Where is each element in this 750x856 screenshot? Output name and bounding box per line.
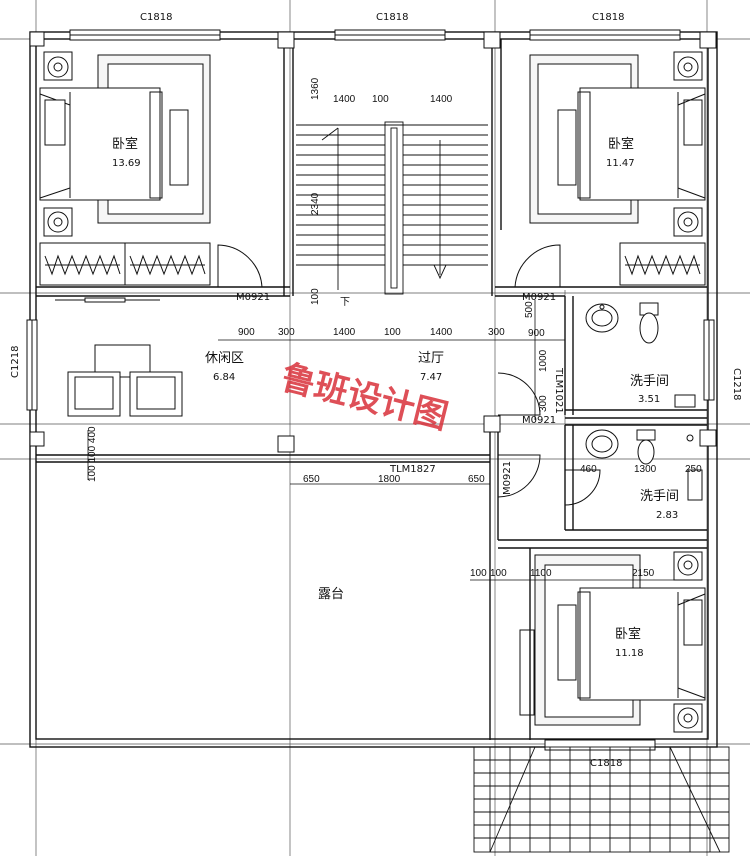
window-label-bottom: C1818: [590, 758, 622, 769]
dimension-lines: [87, 300, 690, 581]
room-area-bath-2: 2.83: [656, 510, 678, 521]
entry-steps: [473, 746, 730, 853]
dim-bath2-1300: 1300: [634, 464, 657, 475]
dim-se-2150: 2150: [632, 568, 655, 579]
room-area-bedroom-ne: 11.47: [606, 158, 635, 169]
dim-left-100-400: 100 100 400: [87, 426, 98, 482]
dim-bath2-460: 460: [580, 464, 597, 475]
room-area-hall: 7.47: [420, 372, 442, 383]
stair-dim-top-100: 100: [372, 94, 389, 105]
window-label-top-mid: C1818: [376, 12, 408, 23]
room-area-bath-1: 3.51: [638, 394, 660, 405]
dim-terrace-650a: 650: [303, 474, 320, 485]
room-name-lounge: 休闲区: [205, 351, 244, 366]
window-label-right: C1218: [731, 368, 742, 400]
bath1-fixtures: [585, 302, 696, 408]
stair-dim-1360: 1360: [310, 77, 321, 100]
stair-down-label: 下: [340, 297, 350, 308]
wardrobe-ne: [619, 242, 706, 286]
window-label-left: C1218: [10, 346, 21, 378]
wardrobe-nw: [39, 242, 211, 286]
stair-dim-2340: 2340: [310, 192, 321, 215]
dim-row1-100: 100: [384, 327, 401, 338]
dim-bath-900: 900: [528, 328, 545, 339]
dim-row1-300b: 300: [488, 327, 505, 338]
window-label-top-right: C1818: [592, 12, 624, 23]
dim-se-100b: 100: [490, 568, 507, 579]
door-label-m-left: M0921: [236, 292, 270, 303]
dim-bath-500: 500: [524, 301, 535, 318]
door-label-m-right-low: M0921: [502, 461, 513, 495]
room-name-bath-2: 洗手间: [640, 489, 679, 504]
door-label-tlm-terrace: TLM1827: [389, 464, 436, 475]
room-name-bedroom-nw: 卧室: [112, 136, 138, 152]
door-label-m-right-mid: M0921: [522, 415, 556, 426]
stair-dim-top-1400b: 1400: [430, 94, 453, 105]
stair-dim-top-1400a: 1400: [333, 94, 356, 105]
watermark: 鲁班设计图: [277, 358, 452, 438]
dim-row1-900: 900: [238, 327, 255, 338]
dim-terrace-650b: 650: [468, 474, 485, 485]
dim-row1-300a: 300: [278, 327, 295, 338]
bed-ne: [529, 51, 706, 237]
room-name-bath-1: 洗手间: [630, 374, 669, 389]
lounge-furniture: [55, 297, 183, 417]
window-label-top-left: C1818: [140, 12, 172, 23]
dim-se-1100: 1100: [530, 568, 552, 579]
dim-bath-300: 300: [538, 395, 549, 412]
dim-terrace-1800: 1800: [378, 474, 401, 485]
columns: [29, 31, 717, 453]
staircase: [296, 121, 488, 295]
room-area-bedroom-se: 11.18: [615, 648, 644, 659]
doors: [217, 244, 601, 506]
bed-nw: [39, 51, 211, 237]
room-area-lounge: 6.84: [213, 372, 235, 383]
dim-row1-1400b: 1400: [430, 327, 453, 338]
room-name-terrace: 露台: [318, 587, 344, 602]
dim-row1-1400a: 1400: [333, 327, 356, 338]
room-name-hall: 过厅: [418, 351, 444, 366]
bath2-fixtures: [585, 429, 703, 501]
room-name-bedroom-ne: 卧室: [608, 136, 634, 152]
dim-bath-1000: 1000: [538, 349, 549, 372]
door-label-m-right-top: M0921: [522, 292, 556, 303]
stair-dim-100: 100: [310, 288, 321, 305]
windows: [26, 29, 715, 751]
room-name-bedroom-se: 卧室: [615, 626, 641, 642]
dim-bath2-250: 250: [685, 464, 702, 475]
room-area-bedroom-nw: 13.69: [112, 158, 141, 169]
door-label-tlm-bath: TLM1021: [553, 367, 564, 414]
dim-se-100a: 100: [470, 568, 487, 579]
bed-se: [519, 551, 706, 733]
